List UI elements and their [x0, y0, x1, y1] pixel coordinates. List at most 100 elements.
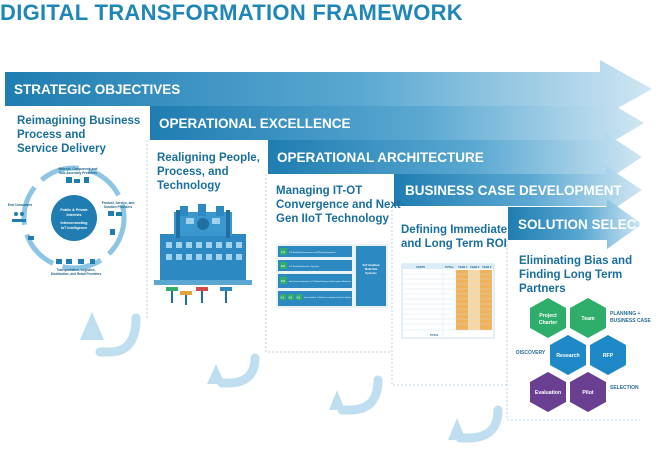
hex-evaluation: [530, 372, 566, 412]
stage-5-subtitle-line-1: Eliminating Bias and: [519, 255, 633, 267]
arch-row-1-text: IoT Enabled Governance and Planning Syst…: [289, 251, 337, 254]
arch-side-box: [356, 246, 386, 306]
stage-1-subtitle-line-2: Process and: [17, 129, 86, 141]
return-arrows: [95, 313, 503, 443]
arch-row-1-num: 1.0: [281, 250, 285, 254]
cycle-center-line-3: Interconnecting: [61, 221, 88, 225]
stage-3-subtitle: Managing IT-OT Convergence and Next- Gen…: [276, 184, 404, 226]
label-business-case: BUSINESS CASE: [610, 318, 652, 324]
hex-charter-label: Charter: [539, 320, 557, 326]
page-title: DIGITAL TRANSFORMATION FRAMEWORK: [0, 0, 463, 25]
band-arrow-4: [394, 166, 642, 214]
return-arrow-head-5: [448, 418, 466, 440]
band-arrow-5: [508, 199, 642, 249]
panel-5: [506, 240, 640, 421]
arch-row-2-num: 2.0: [281, 264, 285, 268]
bc-year2-col: [468, 270, 480, 330]
cycle-icons: [12, 177, 122, 264]
stage-1-subtitle-line-1: Reimagining Business: [17, 115, 141, 127]
stage-5-subtitle-line-2: Finding Long Term Partners: [519, 269, 623, 295]
label-selection: SELECTION: [610, 385, 639, 391]
stage-4-subtitle-line-2: and Long Term ROI: [401, 238, 507, 250]
return-arrow-3: [217, 353, 260, 388]
cycle-center-line-2: Interests: [67, 213, 82, 217]
arch-row-2-text: IoT Enabled Business Systems: [289, 265, 320, 268]
stage-2-subtitle-line-3: Technology: [157, 180, 221, 192]
cycle-center-line-1: Public & Private: [60, 208, 87, 212]
crate-icon: [116, 212, 122, 216]
cycle-right-line-2: Solution Providers: [104, 205, 133, 209]
bc-header-year1: YEAR 1: [458, 265, 468, 269]
cycle-center-line-4: IoT Intelligence: [61, 226, 87, 230]
stage-2-subtitle-line-2: Process, and: [157, 166, 229, 178]
cycle-left-line-1: End Consumers: [8, 203, 33, 207]
cycle-bottom-line-1: Transportation, Logistics,: [57, 268, 96, 272]
stage-4-subtitle-line-1: Defining Immediate: [401, 224, 508, 236]
cycle-right-line-1: Product, Service, and: [102, 201, 135, 205]
business-case-table: COSTS TOTAL YEAR 1 YEAR 2 YEAR 3 TOTAL: [401, 263, 495, 339]
arch-row-1: [278, 246, 352, 257]
arch-row-4-text: Smart Connected Assets - IoT Enabled Sen…: [304, 296, 351, 299]
bc-year1-col: [456, 270, 468, 330]
strategic-cycle: Public & Private Interests Interconnecti…: [8, 165, 135, 276]
label-discovery: DISCOVERY: [516, 350, 546, 356]
delivery-truck-icon: [66, 259, 72, 264]
band-arrow-2: [150, 98, 644, 148]
return-arrow-heads: [80, 312, 466, 440]
stage-panels: [146, 140, 640, 421]
stage-5-subtitle: Eliminating Bias and Finding Long Term P…: [519, 254, 664, 296]
hex-rfp: [590, 335, 626, 375]
return-arrow-2: [95, 313, 141, 357]
hex-research: [550, 335, 586, 375]
hex-research-label: Research: [556, 353, 579, 359]
return-arrow-5: [455, 405, 503, 443]
cycle-ring: [21, 165, 127, 271]
arch-side-line-1: IIoT Enabled: [363, 263, 380, 267]
truck-icon: [74, 179, 80, 183]
solution-hexes: Project Charter Team Research RFP Evalua…: [516, 298, 652, 412]
stage-1-subtitle-line-3: Service Delivery: [17, 143, 106, 155]
factory-icon: [66, 177, 72, 183]
stage-2-subtitle-line-1: Realigning People,: [157, 152, 260, 164]
bc-header-year3: YEAR 3: [482, 265, 492, 269]
arch-row-3-text: Smart Connected Operations - IoT Enabled…: [289, 280, 352, 283]
stage-1-label: STRATEGIC OBJECTIVES: [14, 82, 181, 97]
wrench-icon: [110, 229, 115, 235]
cart-icon: [90, 259, 95, 264]
arch-row-4-num-3: 4.3: [297, 297, 301, 300]
hex-pilot-label: Pilot: [582, 390, 594, 396]
stage-3-label: OPERATIONAL ARCHITECTURE: [277, 150, 484, 165]
bc-header-total: TOTAL: [445, 265, 454, 269]
building-icon: [84, 177, 89, 183]
hex-project-charter: [530, 298, 566, 338]
arch-row-2: [278, 260, 352, 271]
panel-3: [265, 174, 392, 353]
hex-evaluation-label: Evaluation: [535, 390, 561, 396]
bc-header-costs: COSTS: [416, 265, 425, 269]
return-arrow-head-2: [80, 312, 104, 340]
hex-rfp-label: RFP: [603, 353, 614, 359]
cycle-center: [51, 195, 97, 241]
arch-side-line-3: Systems: [365, 271, 377, 275]
arch-side-line-2: Multi-Site: [365, 267, 378, 271]
factory-illustration: [154, 204, 252, 305]
cycle-top-line-2: Sub-Assembly Providers: [59, 171, 97, 175]
bc-total-label: TOTAL: [430, 333, 439, 337]
hex-pilot: [570, 372, 606, 412]
stage-4-subtitle: Defining Immediate and Long Term ROI: [401, 223, 507, 251]
box-icon: [108, 211, 114, 216]
bc-year3-col: [480, 270, 492, 330]
return-arrow-head-4: [329, 390, 345, 410]
store-icon: [78, 259, 84, 264]
ship-icon: [56, 259, 62, 264]
hex-team: [570, 298, 606, 338]
person-icon: [20, 212, 24, 216]
architecture-diagram: 1.0 2.0 3.0 4.1 4.2 4.3 IoT Enabled Gove…: [276, 244, 388, 308]
stage-3-subtitle-line-3: Gen IIoT Technology: [276, 213, 389, 225]
return-arrow-head-3: [207, 364, 225, 384]
cycle-bottom-line-2: Distribution, and Retail Providers: [51, 272, 102, 276]
stage-2-subtitle: Realigning People, Process, and Technolo…: [157, 151, 260, 193]
band-arrow-1: [5, 60, 652, 118]
stage-5-label: SOLUTION SELECTION: [518, 217, 664, 232]
